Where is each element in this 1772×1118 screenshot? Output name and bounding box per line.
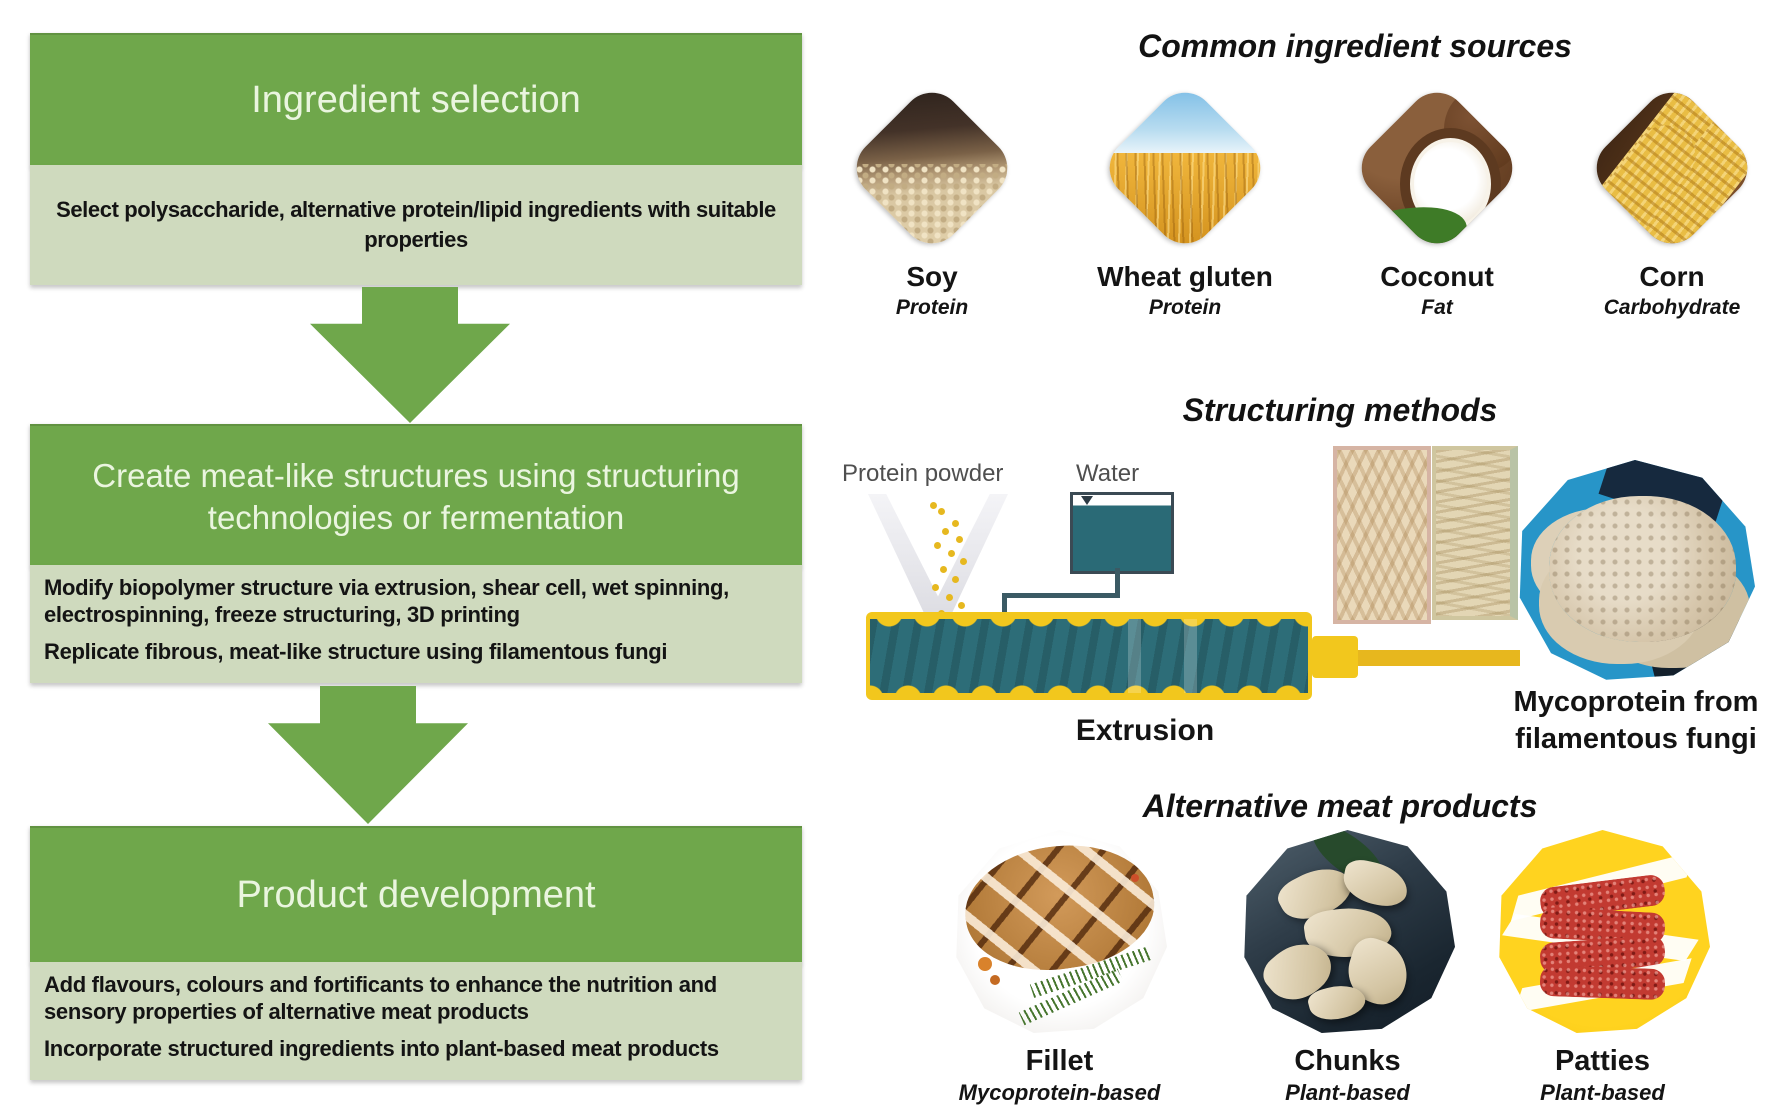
structuring-methods-title: Structuring methods [1182, 392, 1498, 428]
red-patties-photo [1499, 830, 1710, 1033]
ingredient-name: Wheat gluten [1097, 261, 1273, 292]
water-pipe [1115, 568, 1120, 596]
product-type: Plant-based [1540, 1080, 1665, 1105]
water-level-marker-icon [1081, 496, 1093, 505]
ingredient-type: Carbohydrate [1603, 295, 1741, 319]
ingredient-type: Protein [1148, 295, 1222, 319]
step2-line-1: Modify biopolymer structure via extrusio… [44, 575, 729, 627]
ingredient-name: Corn [1639, 261, 1705, 292]
step2-header: Create meat-like structures using struct… [30, 424, 802, 567]
step1-description-panel: Select polysaccharide, alternative prote… [30, 165, 802, 285]
mycoprotein-photo [1519, 460, 1755, 680]
grilled-fillet-photo [956, 830, 1167, 1033]
step1-description: Select polysaccharide, alternative prote… [56, 197, 776, 252]
protein-powder-label: Protein powder [842, 460, 1004, 487]
down-arrow-icon [310, 287, 510, 423]
ingredient-item-coconut: Coconut Fat [1337, 80, 1537, 320]
water-pipe [1002, 593, 1120, 598]
extruded-texture-sample-photo [1432, 446, 1518, 620]
product-name: Patties [1554, 1045, 1651, 1077]
water-label: Water [1076, 460, 1140, 487]
step3-title: Product development [236, 874, 596, 917]
step2-title: Create meat-like structures using struct… [92, 457, 740, 536]
ingredient-sources-title: Common ingredient sources [1138, 28, 1572, 64]
coconut-photo [1349, 80, 1525, 256]
product-name: Fillet [1025, 1045, 1094, 1077]
product-type: Plant-based [1285, 1080, 1410, 1105]
wheat-field-photo [1097, 80, 1273, 256]
ingredient-type: Fat [1421, 295, 1453, 319]
meat-chunks-photo [1244, 830, 1455, 1033]
ingredient-type: Protein [895, 295, 969, 319]
product-type: Mycoprotein-based [958, 1080, 1161, 1105]
product-item-chunks: Chunks Plant-based [1240, 830, 1455, 1106]
ingredient-item-soy: Soy Protein [832, 80, 1032, 320]
step2-description-panel: Modify biopolymer structure via extrusio… [30, 565, 802, 683]
extrudate-bar-icon [1358, 650, 1520, 666]
extruder-screw-icon [870, 619, 1308, 693]
step3-line-1: Add flavours, colours and fortificants t… [44, 972, 717, 1024]
mycoprotein-caption: Mycoprotein from filamentous fungi [1513, 686, 1759, 756]
product-item-patties: Patties Plant-based [1495, 830, 1710, 1106]
ingredient-item-wheat-gluten: Wheat gluten Protein [1085, 80, 1285, 320]
step3-description-panel: Add flavours, colours and fortificants t… [30, 962, 802, 1080]
ingredient-name: Coconut [1380, 261, 1494, 292]
alternative-meat-products-title: Alternative meat products [1142, 788, 1538, 824]
water-pipe [1002, 593, 1007, 617]
product-name: Chunks [1294, 1045, 1401, 1077]
water-tank-icon [1070, 492, 1174, 574]
down-arrow-icon [268, 686, 468, 824]
ingredient-item-corn: Corn Carbohydrate [1572, 80, 1772, 320]
extruder-barrel-diagram [866, 612, 1312, 700]
step3-line-2: Incorporate structured ingredients into … [44, 1035, 719, 1061]
extruded-texture-sample-photo [1333, 446, 1431, 624]
product-item-fillet: Fillet Mycoprotein-based [952, 830, 1167, 1106]
protein-powder-particles-icon [930, 502, 937, 509]
ingredient-name: Soy [906, 261, 958, 292]
step2-line-2: Replicate fibrous, meat-like structure u… [44, 638, 668, 664]
step1-header: Ingredient selection [30, 33, 802, 167]
extruder-nozzle-icon [1312, 636, 1358, 678]
funnel-icon [868, 494, 1008, 622]
step3-header: Product development [30, 826, 802, 964]
soy-beans-photo [844, 80, 1020, 256]
corn-cobs-photo [1584, 80, 1760, 256]
step1-title: Ingredient selection [251, 79, 581, 122]
extrusion-label: Extrusion [1075, 714, 1215, 747]
